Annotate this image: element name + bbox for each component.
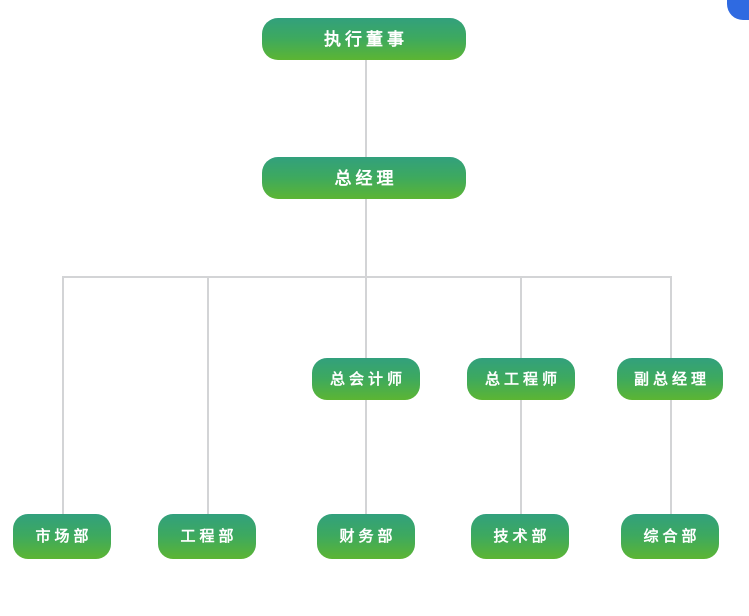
blue-corner-artifact [727,0,749,20]
node-marketing-dept-label: 市场部 [35,528,93,545]
node-engineering-dept-label: 工程部 [180,528,238,545]
node-executive-director-label: 执行董事 [324,29,408,49]
node-general-manager-label: 总经理 [334,168,398,188]
node-chief-engineer[interactable]: 总工程师 [467,358,575,400]
connector-deputy-gm-to-general-affairs [670,400,672,514]
node-general-manager[interactable]: 总经理 [262,157,466,199]
node-chief-accountant[interactable]: 总会计师 [312,358,420,400]
connector-chief-engineer-to-technology [520,400,522,514]
connector-gm-down [365,199,367,277]
connector-branch-marketing [62,276,64,514]
connector-branch-chief-accountant [365,276,367,358]
connector-horizontal-bar [62,276,672,278]
node-general-affairs-dept-label: 综合部 [643,528,701,545]
connector-chief-accountant-to-finance [365,400,367,514]
node-finance-dept[interactable]: 财务部 [317,514,415,559]
node-technology-dept-label: 技术部 [493,528,551,545]
node-chief-engineer-label: 总工程师 [484,370,561,388]
node-chief-accountant-label: 总会计师 [329,370,406,388]
connector-branch-engineering [207,276,209,514]
node-finance-dept-label: 财务部 [339,528,397,545]
node-general-affairs-dept[interactable]: 综合部 [621,514,719,559]
node-deputy-general-manager[interactable]: 副总经理 [617,358,723,400]
node-deputy-general-manager-label: 副总经理 [633,370,710,388]
connector-branch-chief-engineer [520,276,522,358]
connector-branch-deputy-gm [670,276,672,358]
node-engineering-dept[interactable]: 工程部 [158,514,256,559]
node-marketing-dept[interactable]: 市场部 [13,514,111,559]
node-executive-director[interactable]: 执行董事 [262,18,466,60]
node-technology-dept[interactable]: 技术部 [471,514,569,559]
connector-exec-to-gm [365,60,367,157]
